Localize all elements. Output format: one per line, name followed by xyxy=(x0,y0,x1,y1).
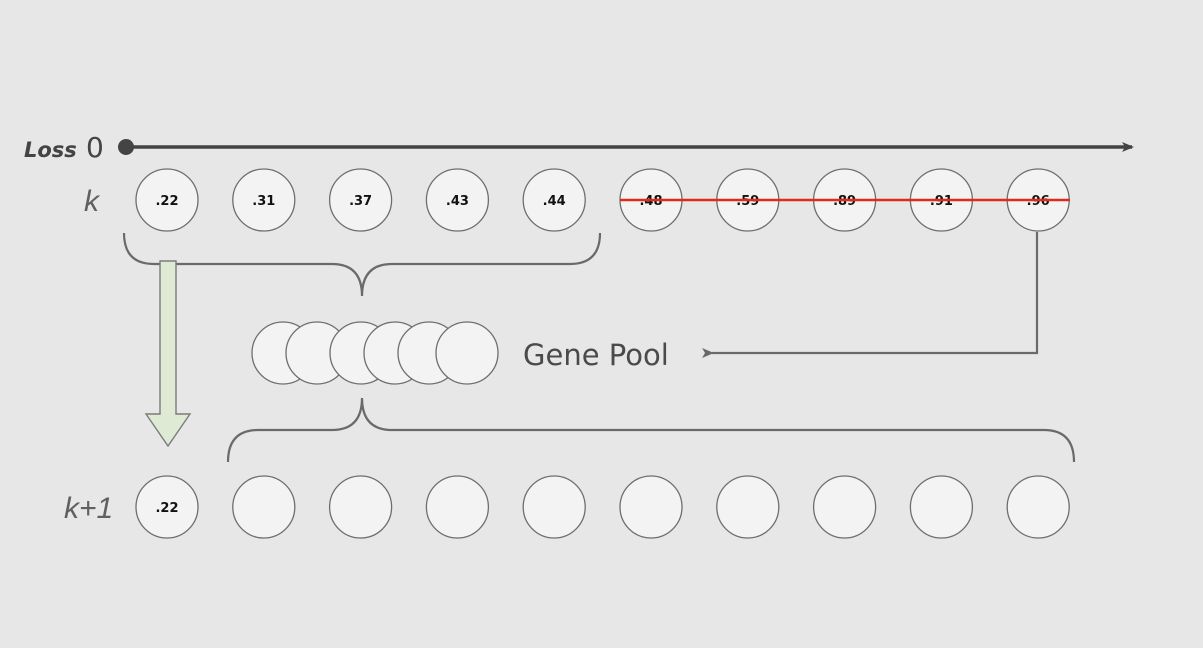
individual-circle xyxy=(619,475,683,539)
individual-loss-value: .91 xyxy=(930,194,953,209)
offspring-individual xyxy=(522,475,586,539)
surviving-individual: .44 xyxy=(522,168,586,232)
offspring-individual xyxy=(716,475,780,539)
individual-circle xyxy=(522,475,586,539)
elite-individual: .22 xyxy=(135,475,199,539)
offspring-individual xyxy=(1006,475,1070,539)
individual-circle xyxy=(328,168,393,232)
surviving-individual: .31 xyxy=(232,168,296,232)
loss-axis: Loss 0 xyxy=(24,131,1134,164)
surviving-individual: .37 xyxy=(328,168,393,232)
individual-loss-value: .22 xyxy=(155,501,178,516)
individual-circle xyxy=(135,168,199,232)
individual-circle xyxy=(425,475,490,539)
individual-circle xyxy=(135,475,199,539)
individual-circle xyxy=(909,475,974,539)
gene-pool-cluster xyxy=(251,321,499,385)
zero-label: 0 xyxy=(86,131,104,164)
individual-loss-value: .89 xyxy=(833,194,856,209)
survivors-brace xyxy=(122,232,602,297)
gene-pool-member xyxy=(435,321,499,385)
individual-loss-value: .31 xyxy=(252,194,275,209)
individual-circle xyxy=(232,475,296,539)
gene-pool-label: Gene Pool xyxy=(523,338,669,372)
individual-circle xyxy=(435,321,499,385)
offspring-individual xyxy=(425,475,490,539)
offspring-individual xyxy=(328,475,393,539)
individual-loss-value: .48 xyxy=(639,194,662,209)
offspring-brace xyxy=(226,397,1076,463)
loss-label: Loss xyxy=(24,138,77,162)
individual-loss-value: .22 xyxy=(155,194,178,209)
elite-carryover-arrow xyxy=(144,260,192,448)
individual-loss-value: .96 xyxy=(1027,194,1050,209)
individual-circle xyxy=(425,168,490,232)
offspring-individual xyxy=(812,475,877,539)
row-label-k-plus-1: k+1 xyxy=(64,492,113,525)
offspring-individual xyxy=(909,475,974,539)
individual-circle xyxy=(522,168,586,232)
individual-circle xyxy=(716,475,780,539)
surviving-individual: .43 xyxy=(425,168,490,232)
generation-k-plus-1-row: .22 xyxy=(135,475,1070,539)
surviving-individual: .22 xyxy=(135,168,199,232)
offspring-individual xyxy=(619,475,683,539)
individual-circle xyxy=(232,168,296,232)
individual-loss-value: .59 xyxy=(736,194,759,209)
individual-loss-value: .43 xyxy=(446,194,469,209)
individual-circle xyxy=(812,475,877,539)
replacement-connector-arrow xyxy=(702,232,1039,358)
individual-circle xyxy=(328,475,393,539)
individual-loss-value: .37 xyxy=(349,194,372,209)
individual-loss-value: .44 xyxy=(543,194,566,209)
row-label-k: k xyxy=(84,185,101,218)
individual-circle xyxy=(1006,475,1070,539)
offspring-individual xyxy=(232,475,296,539)
